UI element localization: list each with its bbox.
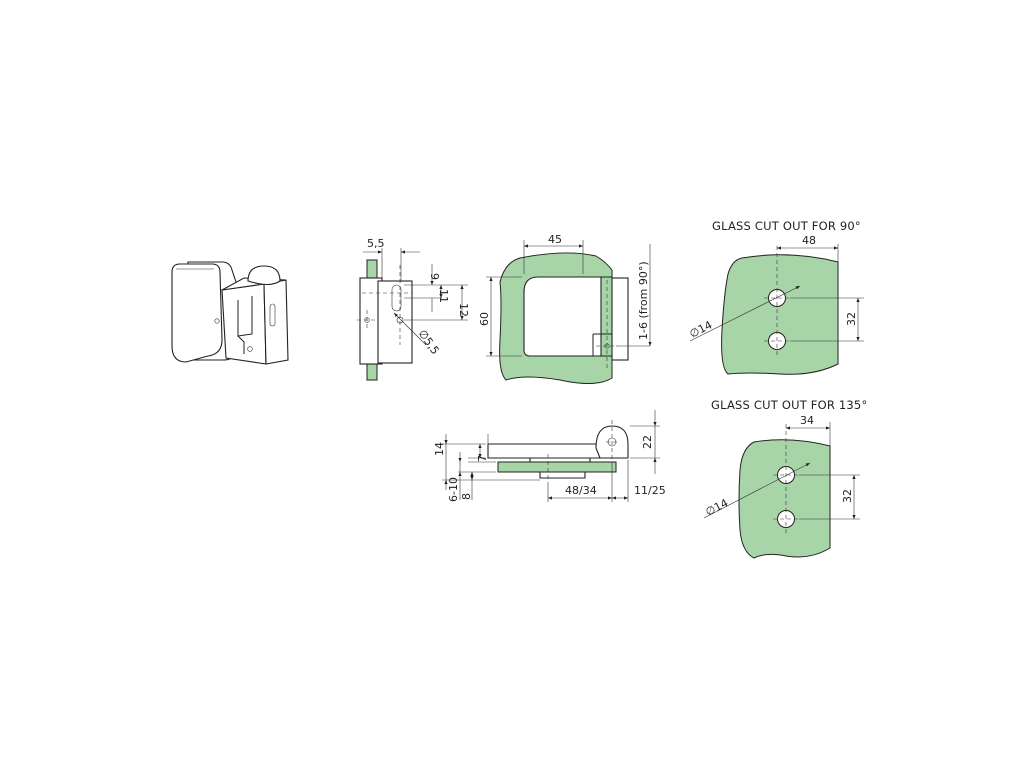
top-dim-6-10: 6-10 <box>447 477 460 502</box>
cutout-135-dim-width: 34 <box>800 414 814 427</box>
side-view: 5,5 9 11 12 ∅5,5 <box>357 237 470 381</box>
top-dim-48-34: 48/34 <box>565 484 597 497</box>
front-dim-height: 60 <box>478 312 491 326</box>
front-dim-width: 45 <box>548 233 562 246</box>
top-dim-11-25: 11/25 <box>634 484 666 497</box>
glass-cutout-90: GLASS CUT OUT FOR 90° 48 32 ∅14 <box>687 219 864 375</box>
top-dim-8: 8 <box>460 493 473 500</box>
cutout-90-dim-hole: ∅14 <box>687 318 714 340</box>
cutout-135-dim-hole: ∅14 <box>703 496 730 518</box>
front-dim-offset: 1-6 (from 90°) <box>637 261 650 340</box>
cutout-90-dim-spacing: 32 <box>845 312 858 326</box>
top-view: 14 7 6-10 8 22 48/34 11/25 <box>433 410 666 502</box>
side-dim-hole: ∅5,5 <box>416 327 442 357</box>
cutout-90-title: GLASS CUT OUT FOR 90° <box>712 219 861 233</box>
side-dim-11: 11 <box>437 289 450 303</box>
cutout-135-title: GLASS CUT OUT FOR 135° <box>711 398 867 412</box>
cutout-90-dim-width: 48 <box>802 234 816 247</box>
top-dim-14: 14 <box>433 442 446 456</box>
glass-cutout-135: GLASS CUT OUT FOR 135° 34 32 ∅14 <box>703 398 867 559</box>
top-dim-22: 22 <box>641 435 654 449</box>
isometric-view <box>171 261 289 365</box>
side-dim-9: 9 <box>428 273 441 280</box>
cutout-135-dim-spacing: 32 <box>841 489 854 503</box>
top-dim-7: 7 <box>476 455 489 462</box>
side-dim-12: 12 <box>457 303 470 317</box>
side-dim-top: 5,5 <box>367 237 385 250</box>
front-view: 45 60 1-6 (from 90°) <box>478 233 652 384</box>
